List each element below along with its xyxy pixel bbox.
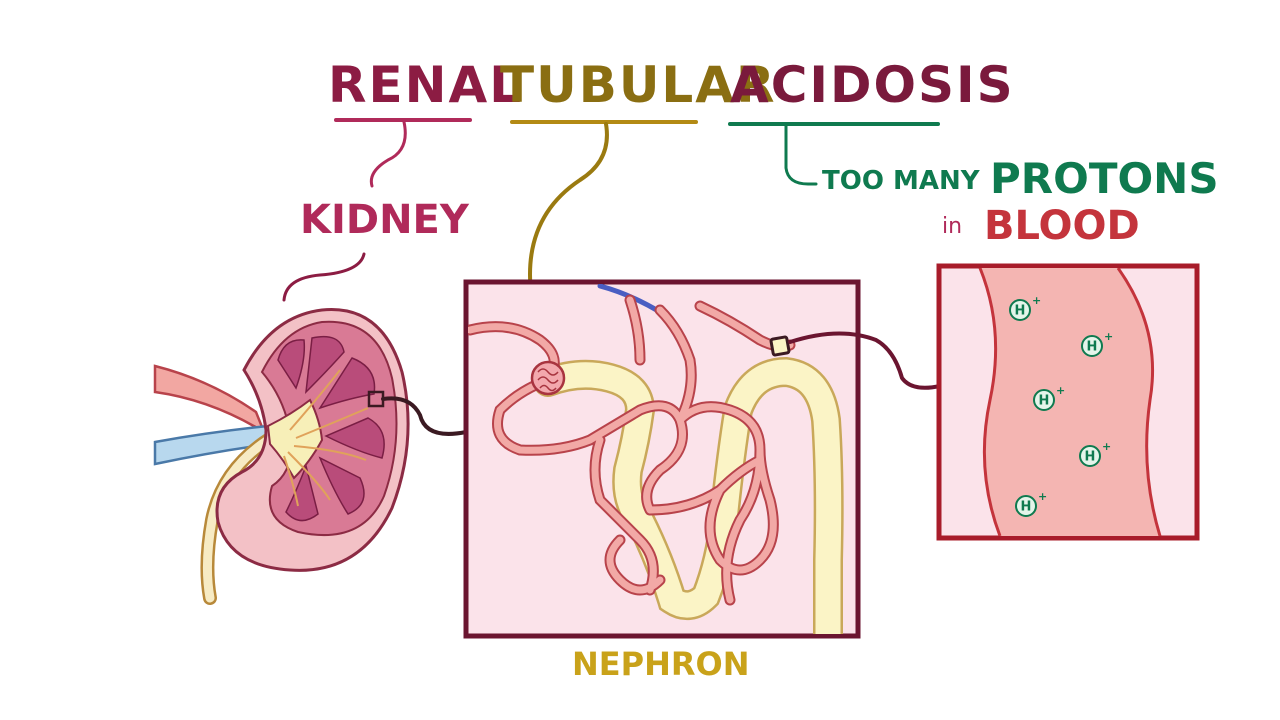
proton-marker: H+ bbox=[1009, 294, 1041, 321]
kidney-nephron-connector bbox=[381, 396, 468, 436]
proton-charge: + bbox=[1038, 490, 1047, 503]
proton-charge: + bbox=[1102, 440, 1111, 453]
nephron-illustration bbox=[468, 284, 844, 634]
blood-vessel-wall-left bbox=[978, 268, 1002, 536]
ureter-fill bbox=[202, 435, 273, 603]
renal-pyramid bbox=[318, 357, 376, 410]
renal-pyramid bbox=[277, 339, 306, 390]
renal-pyramid bbox=[285, 463, 319, 522]
proton-marker: H+ bbox=[1033, 384, 1065, 411]
glomerulus-loops bbox=[537, 368, 559, 392]
proton-circle bbox=[1033, 389, 1055, 411]
renal-pyramid bbox=[305, 335, 345, 395]
capillary-network bbox=[468, 296, 794, 604]
proton-charge: + bbox=[1032, 294, 1041, 307]
title-renal: RENAL bbox=[328, 56, 524, 114]
protons-label: PROTONS bbox=[990, 154, 1219, 203]
kidney-label-connector bbox=[282, 252, 366, 302]
proton-group: H+H+H+H+H+ bbox=[1009, 294, 1113, 517]
proton-circle bbox=[1015, 495, 1037, 517]
proton-circle bbox=[1009, 299, 1031, 321]
in-label: in bbox=[942, 214, 963, 239]
proton-marker: H+ bbox=[1081, 330, 1113, 357]
proton-symbol: H bbox=[1039, 394, 1050, 409]
renal-pelvis bbox=[266, 398, 324, 480]
nephron-zoom-marker bbox=[769, 335, 791, 357]
renal-connector bbox=[369, 120, 407, 188]
acidosis-connector bbox=[784, 124, 818, 186]
kidney-vessel-branch bbox=[283, 369, 369, 507]
proton-marker: H+ bbox=[1079, 440, 1111, 467]
proton-marker: H+ bbox=[1015, 490, 1047, 517]
nephron-label: NEPHRON bbox=[572, 645, 750, 683]
proton-circle bbox=[1081, 335, 1103, 357]
kidney-label: KIDNEY bbox=[300, 197, 469, 243]
proton-charge: + bbox=[1056, 384, 1065, 397]
blood-vessel bbox=[978, 268, 1162, 536]
proton-symbol: H bbox=[1015, 304, 1026, 319]
proton-symbol: H bbox=[1021, 500, 1032, 515]
renal-pyramid bbox=[318, 456, 365, 515]
blood-label: BLOOD bbox=[984, 203, 1140, 249]
glomerulus bbox=[530, 360, 566, 396]
kidney-illustration bbox=[153, 308, 410, 605]
proton-symbol: H bbox=[1087, 340, 1098, 355]
title-tubular: TUBULAR bbox=[500, 56, 777, 114]
too-many-label: TOO MANY bbox=[822, 166, 980, 196]
proton-charge: + bbox=[1104, 330, 1113, 343]
title-acidosis: ACIDOSIS bbox=[730, 56, 1015, 114]
blood-vessel-wall-right bbox=[1116, 268, 1162, 536]
nephron-blood-connector bbox=[788, 331, 942, 390]
proton-symbol: H bbox=[1085, 450, 1096, 465]
renal-pyramid bbox=[324, 417, 385, 459]
blood-vessel-lumen bbox=[980, 268, 1160, 536]
proton-circle bbox=[1079, 445, 1101, 467]
